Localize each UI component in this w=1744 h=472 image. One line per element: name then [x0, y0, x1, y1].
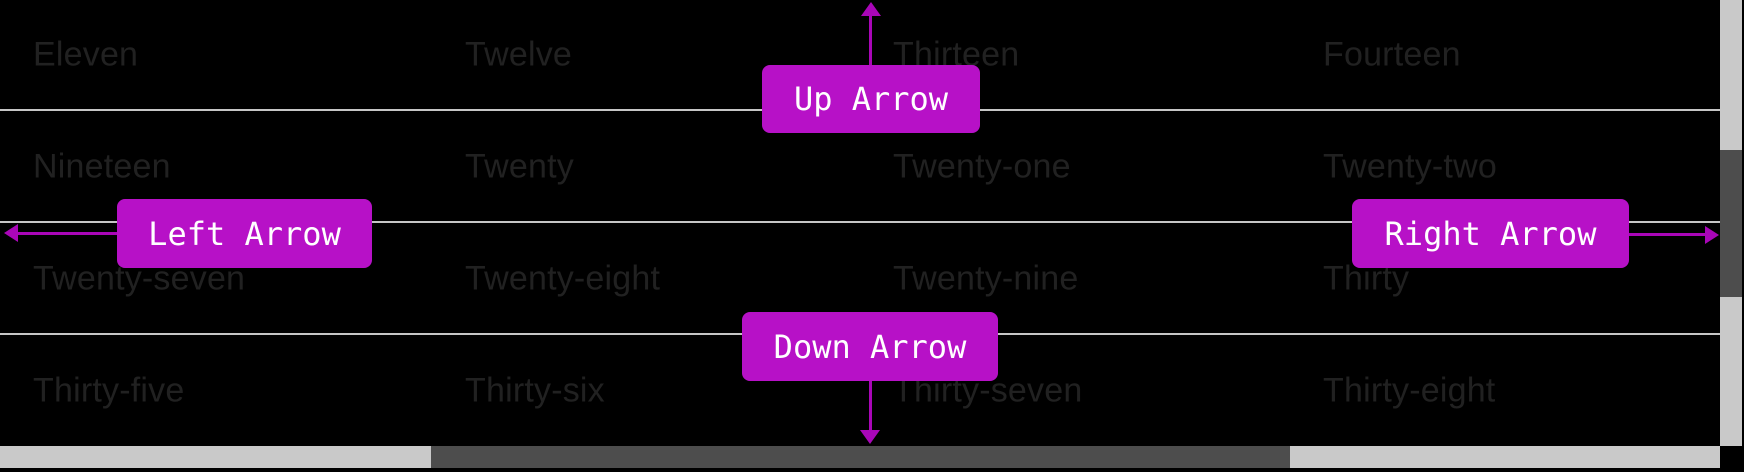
row-divider — [0, 221, 1720, 223]
right-arrowhead-icon — [1705, 226, 1719, 244]
list-item: Nineteen — [33, 147, 171, 186]
horizontal-scrollbar-track[interactable] — [0, 446, 1720, 468]
horizontal-scrollbar-thumb[interactable] — [431, 446, 1290, 468]
list-item: Thirty-five — [33, 371, 185, 410]
down-arrow-line — [869, 381, 872, 431]
list-item: Twelve — [465, 35, 573, 74]
right-arrow-button[interactable]: Right Arrow — [1352, 199, 1629, 268]
list-item: Twenty-nine — [893, 259, 1079, 298]
list-item: Fourteen — [1323, 35, 1461, 74]
up-arrow-line — [869, 13, 872, 65]
list-item: Twenty-eight — [465, 259, 661, 298]
left-arrow-line — [15, 232, 117, 235]
down-arrow-button[interactable]: Down Arrow — [742, 312, 998, 381]
list-item: Thirty-six — [465, 371, 605, 410]
vertical-scrollbar-track[interactable] — [1720, 0, 1742, 446]
down-arrowhead-icon — [860, 430, 880, 444]
left-arrowhead-icon — [4, 224, 18, 242]
right-arrow-line — [1629, 233, 1706, 236]
list-item: Twenty-one — [893, 147, 1071, 186]
list-item: Eleven — [33, 35, 139, 74]
up-arrowhead-icon — [861, 2, 881, 16]
list-item: Thirty-eight — [1323, 371, 1496, 410]
vertical-scrollbar-thumb[interactable] — [1720, 150, 1742, 297]
list-item: Twenty-two — [1323, 147, 1497, 186]
left-arrow-button[interactable]: Left Arrow — [117, 199, 372, 268]
list-item: Twenty — [465, 147, 574, 186]
up-arrow-button[interactable]: Up Arrow — [762, 65, 980, 133]
